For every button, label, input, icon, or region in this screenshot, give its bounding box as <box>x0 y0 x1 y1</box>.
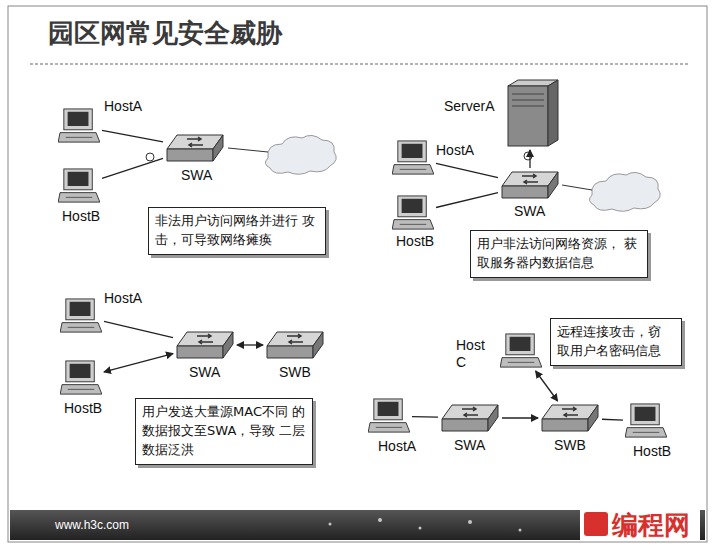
footer-url: www.h3c.com <box>55 518 129 532</box>
cloud <box>589 172 660 211</box>
network-link <box>529 150 530 168</box>
device-label: Host C <box>456 337 490 371</box>
device-label: SWB <box>554 437 586 453</box>
network-link <box>436 193 498 208</box>
host-computer: HostB <box>392 195 434 231</box>
switch-icon: SWB <box>265 330 325 360</box>
callout-text: 用户非法访问网络资源， 获取服务器内数据信息 <box>477 235 641 273</box>
device-label: SWA <box>181 167 212 183</box>
host-computer: HostB <box>625 403 667 439</box>
device-label: HostB <box>633 443 671 459</box>
host-computer: HostB <box>58 168 100 204</box>
switch-icon: SWA <box>165 133 225 163</box>
host-computer: HostA <box>368 398 410 434</box>
device-label: HostB <box>64 400 102 416</box>
callout-text: 远程连接攻击，窃 取用户名密码信息 <box>557 323 675 361</box>
switch-icon: SWA <box>440 403 500 433</box>
callout-text: 非法用户访问网络并进行 攻击，可导致网络瘫痪 <box>155 212 319 250</box>
watermark-logo <box>584 512 608 536</box>
device-label: SWA <box>454 437 485 453</box>
footer-band <box>10 510 705 540</box>
switch-icon: SWA <box>175 330 235 360</box>
cloud <box>265 135 336 174</box>
device-label: ServerA <box>444 98 495 114</box>
callout-box: 用户发送大量源MAC不同 的数据报文至SWA，导致 二层数据泛洪 <box>135 398 313 465</box>
network-link <box>412 416 438 418</box>
network-link <box>104 354 173 372</box>
uplink-wire <box>562 185 592 190</box>
host-computer: HostA <box>60 298 102 334</box>
network-link <box>102 130 163 142</box>
footer-dots <box>329 518 522 532</box>
device-label: HostA <box>104 290 142 306</box>
callout-box: 用户非法访问网络资源， 获取服务器内数据信息 <box>470 230 648 278</box>
slide-title: 园区网常见安全威胁 <box>48 16 282 51</box>
server-icon: ServerA <box>500 78 560 148</box>
network-link <box>436 163 498 177</box>
device-label: HostA <box>436 142 474 158</box>
host-computer: HostA <box>392 140 434 176</box>
network-link <box>536 371 558 401</box>
host-computer: Host C <box>500 333 542 369</box>
watermark: 编程网 <box>612 508 690 543</box>
device-label: SWA <box>514 203 545 219</box>
callout-box: 非法用户访问网络并进行 攻击，可导致网络瘫痪 <box>148 207 326 255</box>
device-label: HostA <box>378 438 416 454</box>
network-link <box>602 419 623 421</box>
device-label: HostB <box>396 233 434 249</box>
host-computer: HostB <box>60 360 102 396</box>
title-rule <box>30 63 690 65</box>
device-label: SWA <box>189 364 220 380</box>
device-label: HostA <box>104 98 142 114</box>
host-computer: HostA <box>58 108 100 144</box>
page-frame <box>8 6 707 542</box>
callout-text: 用户发送大量源MAC不同 的数据报文至SWA，导致 二层数据泛洪 <box>142 403 306 460</box>
network-link <box>104 321 173 337</box>
device-label: SWB <box>279 364 311 380</box>
switch-icon: SWA <box>500 170 560 200</box>
network-link <box>102 158 163 178</box>
uplink-wire <box>228 148 268 152</box>
device-label: HostB <box>62 208 100 224</box>
switch-icon: SWB <box>540 403 600 433</box>
network-link <box>237 344 263 345</box>
network-link <box>502 417 538 418</box>
callout-box: 远程连接攻击，窃 取用户名密码信息 <box>550 318 682 366</box>
